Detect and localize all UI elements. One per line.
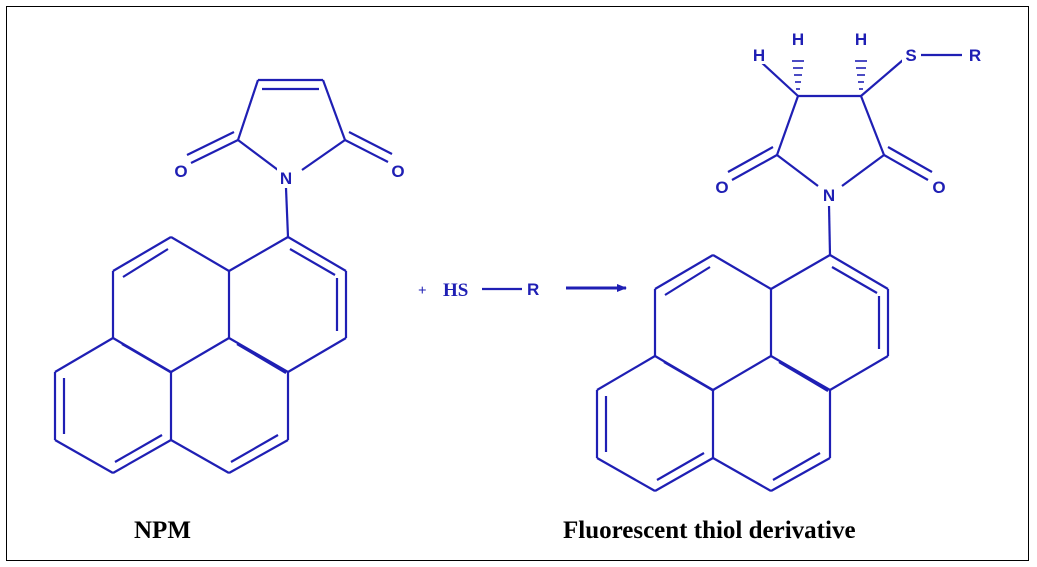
npm-atom-labels: O N O bbox=[172, 160, 407, 188]
product-sulfur: S bbox=[905, 46, 916, 65]
plus-sign: + bbox=[418, 283, 427, 299]
reagent-r: R bbox=[527, 280, 539, 299]
stereo-hash-bonds bbox=[792, 60, 867, 90]
succinimide-ring bbox=[727, 53, 962, 187]
pyrene-ring-system bbox=[53, 236, 348, 474]
npm-nitrogen: N bbox=[280, 169, 292, 188]
reagent-hs: HS bbox=[443, 280, 468, 301]
product-r-group: R bbox=[969, 46, 981, 65]
product-nitrogen: N bbox=[823, 186, 835, 205]
product-hydrogen-hash-1: H bbox=[792, 30, 804, 49]
product-n-pyrene-bond bbox=[827, 204, 832, 256]
n-pyrene-bond bbox=[284, 187, 290, 238]
npm-molecule bbox=[53, 78, 393, 474]
npm-oxygen-left: O bbox=[174, 162, 187, 181]
reactant-caption: NPM bbox=[134, 517, 191, 544]
product-atom-labels: H H H S R O N O bbox=[713, 28, 981, 206]
thiol-reagent: + HS R bbox=[418, 280, 539, 301]
product-oxygen-right: O bbox=[932, 178, 945, 197]
product-molecule bbox=[595, 53, 962, 492]
product-pyrene-ring-system bbox=[595, 254, 890, 492]
maleimide-ring bbox=[186, 78, 393, 171]
product-hydrogen-left: H bbox=[753, 46, 765, 65]
npm-oxygen-right: O bbox=[391, 162, 404, 181]
product-caption: Fluorescent thiol derivative bbox=[563, 517, 856, 544]
product-hydrogen-hash-2: H bbox=[855, 30, 867, 49]
product-oxygen-left: O bbox=[715, 178, 728, 197]
